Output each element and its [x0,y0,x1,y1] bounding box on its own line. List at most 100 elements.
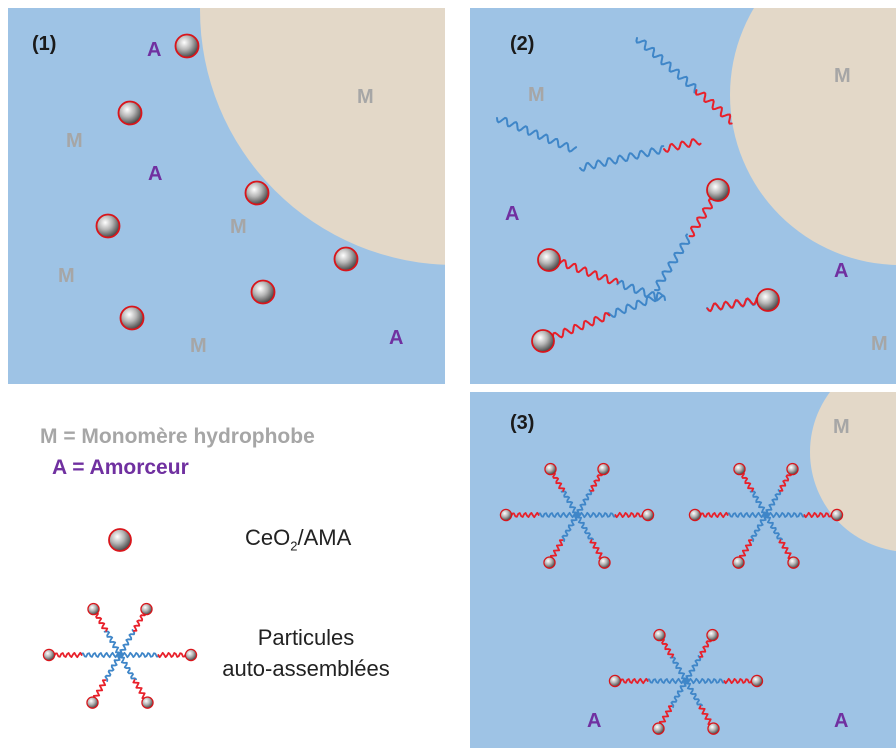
monomer-label: M [58,265,75,287]
monomer-label: M [834,65,851,87]
ceo2-particle-icon [141,696,154,709]
hydrophobic-block [669,656,689,682]
initiator-label: A [834,710,848,732]
ceo2-particle-icon [608,674,622,688]
hydrophilic-block [723,677,753,685]
hydrophilic-block [658,705,673,726]
hydrophobic-block [765,511,806,519]
monomer-label: M [230,216,247,238]
hydrophilic-block [779,473,793,492]
hydrophilic-block [92,679,107,700]
initiator-label: A [148,163,162,185]
ceo2-particle-icon [597,462,610,476]
monomer-label: M [833,416,850,438]
hydrophobic-block [763,514,783,541]
ceo2-particle-icon [184,648,198,662]
hydrophobic-block [579,145,665,172]
ceo2-particle-icon [786,462,799,476]
ceo2-particle-icon [733,462,746,476]
hydrophilic-block [619,677,649,685]
hydrophilic-block [661,637,675,658]
ceo2-particle-icon [543,556,556,569]
monomer-label: M [357,86,374,108]
hydrophilic-block [741,471,755,492]
hydrophobic-block [670,680,687,708]
hydrophilic-block [542,312,611,343]
ceo2-particle-icon [117,100,143,126]
ceo2-particle-icon [706,178,730,202]
hydrophilic-block [778,539,792,560]
hydrophobic-block [685,655,702,682]
panel-3-title: (3) [510,412,534,434]
hydrophobic-block [683,680,703,707]
hydrophilic-block [53,651,83,659]
hydrophilic-block [589,539,603,560]
hydrophilic-block [549,539,564,560]
legend-monomer: M = Monomère hydrophobe [40,425,315,448]
hydrophobic-block [646,677,687,685]
legend-particle-tail: /AMA [297,525,352,550]
hydrophobic-block [749,490,769,516]
panel-2 [470,8,896,384]
hydrophobic-block [750,514,767,542]
panel-2-title: (2) [510,33,534,55]
ceo2-particle-icon [250,279,276,305]
hydrophilic-block [510,511,540,519]
panel-1 [8,8,445,384]
ceo2-particle-icon [750,674,764,688]
panel-3-monomer-droplet [810,392,896,551]
hydrophilic-block [663,138,702,153]
ceo2-particle-icon [688,508,702,522]
hydrophobic-block [607,291,663,318]
ceo2-particle-icon [706,628,719,642]
hydrophilic-block [552,471,566,492]
hydrophilic-block [738,539,753,560]
hydrophobic-block [685,677,726,685]
ceo2-particle-icon [756,288,780,312]
hydrophilic-block [699,511,729,519]
hydrophilic-block [157,651,187,659]
ceo2-particle-icon [707,722,720,735]
panel-1-title: (1) [32,33,56,55]
self-assembled-particle [499,462,655,569]
ceo2-particle-icon [95,213,121,239]
panel-3 [470,392,896,748]
hydrophobic-block [635,37,697,94]
hydrophobic-block [765,489,782,516]
hydrophilic-block [706,295,761,313]
hydrophobic-block [560,490,580,516]
initiator-labels: A A A A A A A [147,39,848,732]
hydrophobic-block [576,511,617,519]
hydrophilic-block [694,89,733,125]
legend-assembled-line1: Particules [257,625,355,650]
ceo2-particle-icon [108,528,132,552]
ceo2-particle-icon [174,33,200,59]
hydrophilic-block [699,639,713,658]
self-assembled-particle [608,628,764,735]
ceo2-particle-icon [244,180,270,206]
initiator-label: A [587,710,601,732]
self-assembled-particle [42,602,198,709]
ceo2-particle-icon [86,696,99,709]
monomer-label: M [66,130,83,152]
ceo2-particle-icon [140,602,153,616]
hydrophilic-block [132,679,146,700]
legend-initiator: A = Amorceur [52,456,189,479]
ceo2-particle-icon [598,556,611,569]
legend-assembled-line2: auto-assemblées [222,656,390,681]
hydrophilic-block [803,511,833,519]
ceo2-particle-icon [42,648,56,662]
ceo2-particle-icon [499,508,513,522]
hydrophobic-block [80,651,121,659]
hydrophilic-block [133,613,147,632]
hydrophobic-block [117,654,137,681]
hydrophobic-block [537,511,578,519]
ceo2-particle-icon [732,556,745,569]
hydrophobic-block [576,489,593,516]
hydrophobic-block [104,654,121,682]
hydrophobic-block [119,629,136,656]
ceo2-particle-icon [87,602,100,616]
monomer-label: M [190,335,207,357]
hydrophilic-block [558,259,619,285]
initiator-label: A [834,260,848,282]
